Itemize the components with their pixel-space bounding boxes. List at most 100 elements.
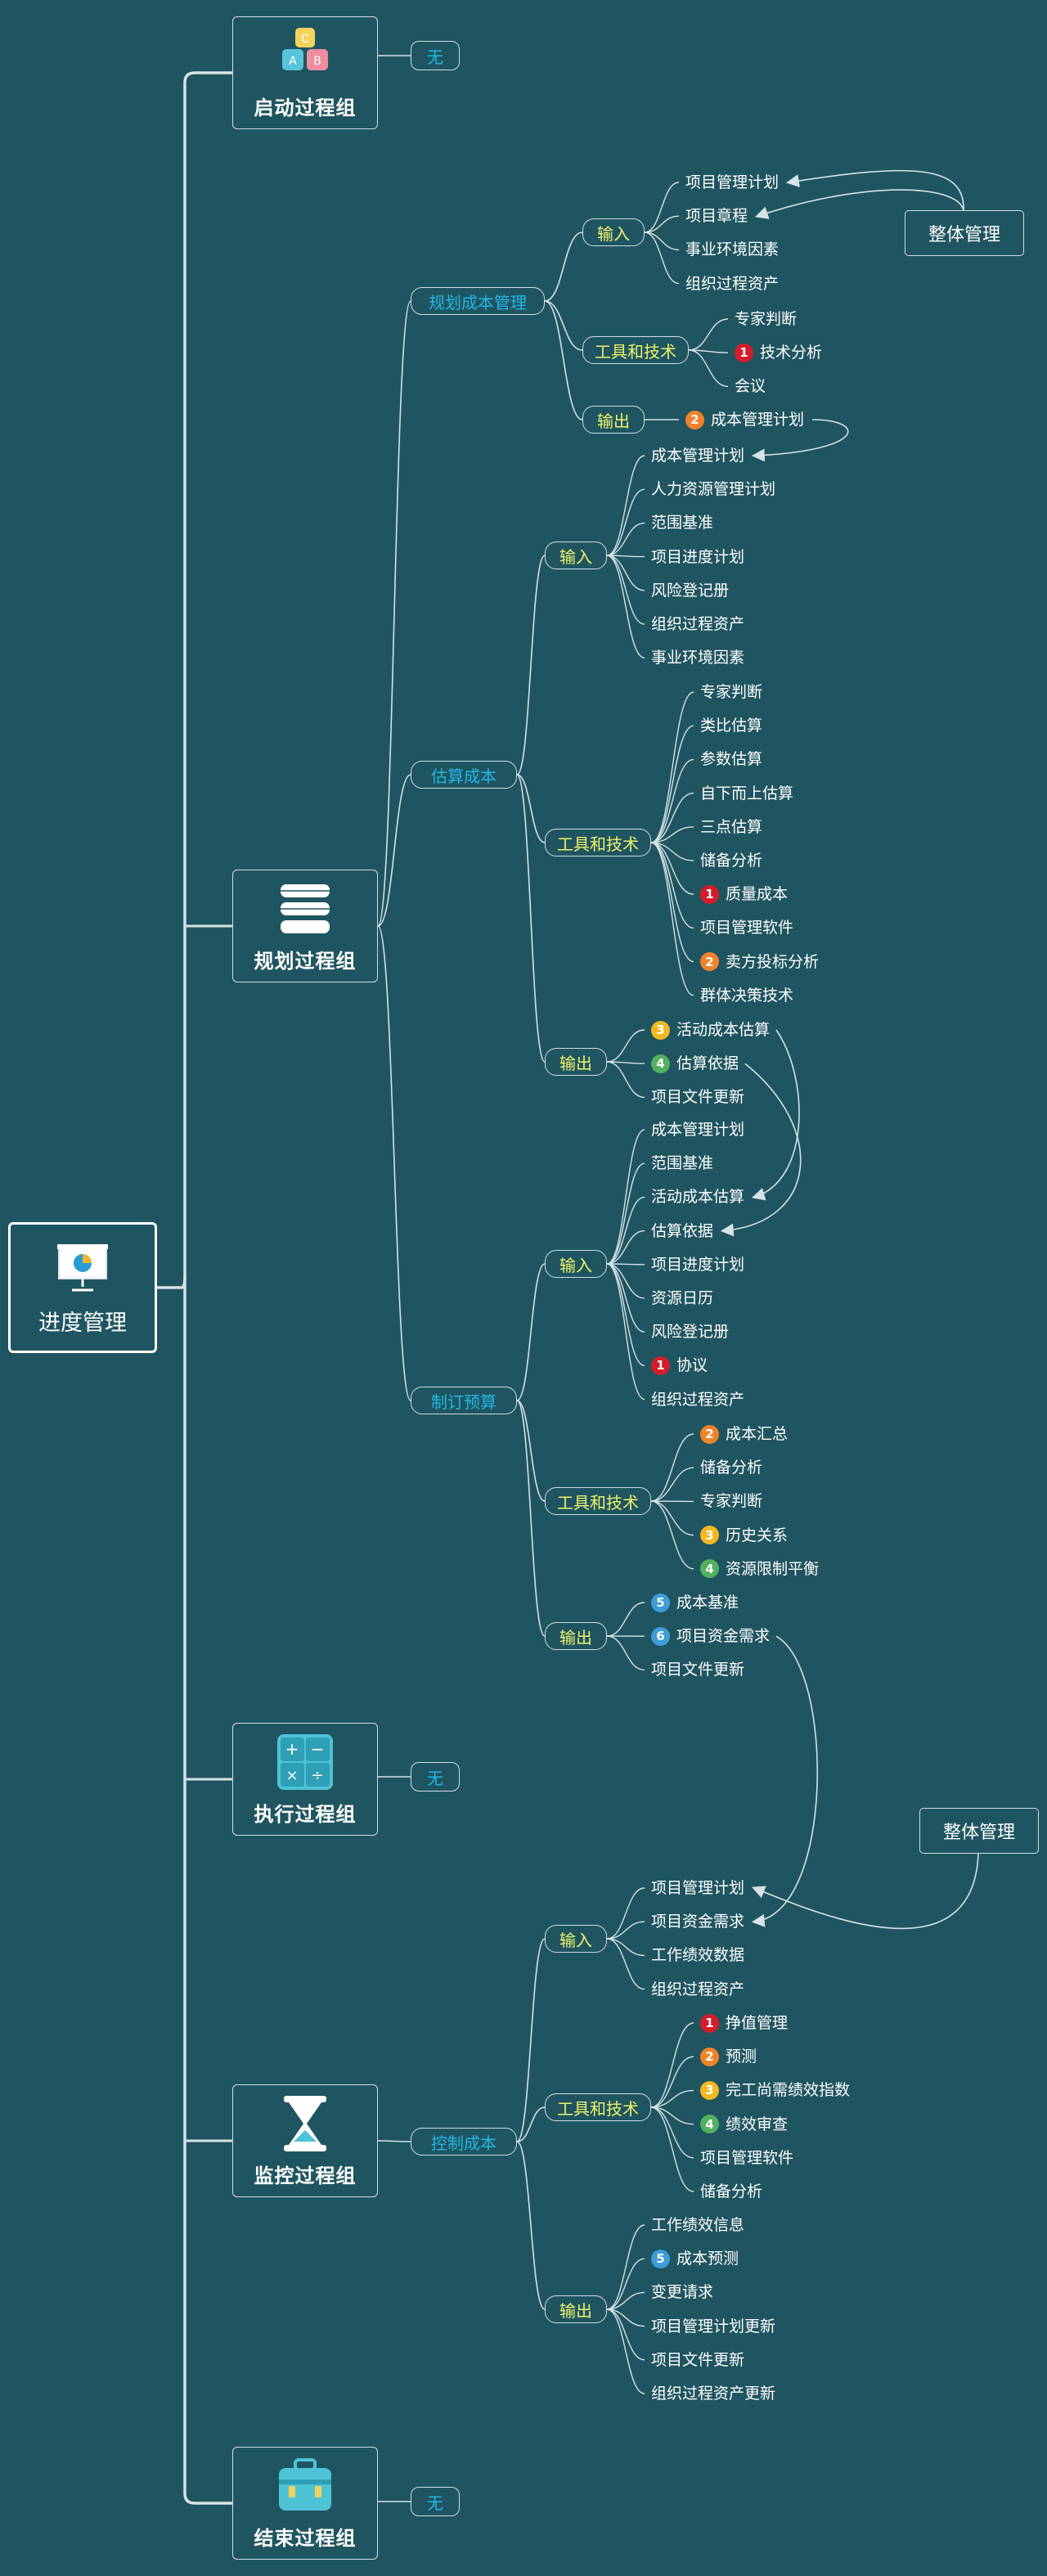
list-item[interactable]: 专家判断 bbox=[700, 1490, 762, 1512]
svg-text:+: + bbox=[285, 1739, 299, 1759]
list-item[interactable]: 人力资源管理计划 bbox=[651, 479, 775, 500]
list-item[interactable]: 项目文件更新 bbox=[651, 2349, 744, 2371]
group-node-g2[interactable]: 规划过程组 bbox=[232, 870, 378, 982]
list-item[interactable]: 储备分析 bbox=[700, 1457, 762, 1478]
group-node-g3[interactable]: +− ×÷执行过程组 bbox=[232, 1723, 378, 1836]
group-label: 规划过程组 bbox=[254, 950, 357, 973]
list-item[interactable]: 项目管理计划 bbox=[651, 1877, 744, 1899]
category-node[interactable]: 工具和技术 bbox=[545, 1487, 651, 1515]
item-label: 专家判断 bbox=[735, 310, 798, 328]
badge-number: 4 bbox=[700, 1559, 719, 1579]
list-item[interactable]: 活动成本估算 bbox=[651, 1186, 744, 1207]
list-item[interactable]: 事业环境因素 bbox=[651, 647, 744, 668]
category-node[interactable]: 输入 bbox=[545, 1925, 607, 1953]
category-node[interactable]: 工具和技术 bbox=[582, 336, 689, 364]
list-item[interactable]: 组织过程资产 bbox=[651, 614, 744, 635]
category-node[interactable]: 输出 bbox=[545, 2295, 607, 2323]
list-item[interactable]: 项目管理计划更新 bbox=[651, 2316, 775, 2337]
list-item[interactable]: 风险登记册 bbox=[651, 580, 729, 601]
list-item[interactable]: 事业环境因素 bbox=[685, 239, 779, 260]
list-item[interactable]: 项目管理软件 bbox=[700, 917, 793, 938]
list-item[interactable]: 组织过程资产 bbox=[651, 1979, 744, 2000]
abc-blocks-icon: C A B bbox=[282, 28, 328, 70]
list-item[interactable]: 范围基准 bbox=[651, 512, 713, 533]
list-item[interactable]: 成本管理计划 bbox=[651, 445, 744, 466]
svg-text:−: − bbox=[311, 1739, 325, 1759]
list-item[interactable]: 组织过程资产 bbox=[685, 273, 779, 294]
list-item[interactable]: 工作绩效数据 bbox=[651, 1944, 744, 1966]
list-item[interactable]: 风险登记册 bbox=[651, 1321, 729, 1342]
list-item[interactable]: 项目进度计划 bbox=[651, 546, 744, 568]
list-item[interactable]: 储备分析 bbox=[700, 850, 762, 871]
process-node-p2[interactable]: 估算成本 bbox=[411, 761, 517, 789]
group-node-g4[interactable]: 监控过程组 bbox=[232, 2084, 378, 2197]
item-label: 参数估算 bbox=[700, 750, 763, 769]
list-item[interactable]: 组织过程资产 bbox=[651, 1389, 744, 1410]
list-item[interactable]: 工作绩效信息 bbox=[651, 2214, 744, 2236]
process-node-p4[interactable]: 控制成本 bbox=[411, 2128, 517, 2156]
list-item[interactable]: 组织过程资产更新 bbox=[651, 2383, 775, 2404]
category-node[interactable]: 输入 bbox=[545, 542, 607, 569]
list-item[interactable]: 群体决策技术 bbox=[700, 985, 793, 1006]
list-item[interactable]: 项目文件更新 bbox=[651, 1086, 744, 1108]
category-node[interactable]: 输出 bbox=[582, 406, 645, 434]
item-label: 项目管理软件 bbox=[700, 919, 794, 937]
list-item[interactable]: 范围基准 bbox=[651, 1153, 713, 1174]
list-item[interactable]: 变更请求 bbox=[651, 2282, 713, 2303]
badge-number: 1 bbox=[700, 2013, 719, 2033]
item-label: 挣值管理 bbox=[726, 2014, 789, 2032]
list-item[interactable]: 专家判断 bbox=[735, 308, 797, 330]
external-reference-box[interactable]: 整体管理 bbox=[919, 1808, 1039, 1854]
category-node[interactable]: 输出 bbox=[545, 1048, 607, 1076]
list-item[interactable]: 自下而上估算 bbox=[700, 783, 793, 804]
list-item[interactable]: 项目进度计划 bbox=[651, 1254, 744, 1275]
item-label: 成本管理计划 bbox=[651, 1121, 745, 1139]
list-item[interactable]: 会议 bbox=[735, 375, 766, 397]
process-node-p3[interactable]: 制订预算 bbox=[411, 1387, 517, 1414]
list-item[interactable]: 估算依据 bbox=[651, 1221, 713, 1242]
list-item[interactable]: 资源日历 bbox=[651, 1288, 713, 1309]
item-label: 技术分析 bbox=[760, 344, 823, 362]
badge-number: 1 bbox=[700, 884, 719, 904]
list-item[interactable]: 专家判断 bbox=[700, 681, 762, 703]
category-node[interactable]: 工具和技术 bbox=[545, 2093, 651, 2121]
root-node[interactable]: 进度管理 bbox=[8, 1222, 157, 1353]
list-item[interactable]: 项目资金需求 bbox=[651, 1911, 744, 1932]
category-node[interactable]: 输出 bbox=[545, 1622, 607, 1650]
category-node[interactable]: 输入 bbox=[582, 218, 645, 246]
list-item[interactable]: 三点估算 bbox=[700, 816, 762, 838]
item-label: 项目管理计划 bbox=[651, 1879, 745, 1897]
list-item[interactable]: 项目管理软件 bbox=[700, 2147, 793, 2169]
category-node[interactable]: 工具和技术 bbox=[545, 829, 651, 856]
list-item[interactable]: 储备分析 bbox=[700, 2181, 762, 2202]
list-item[interactable]: 项目管理计划 bbox=[685, 172, 779, 193]
list-item[interactable]: 项目文件更新 bbox=[651, 1659, 744, 1680]
list-item[interactable]: 成本管理计划 bbox=[651, 1119, 744, 1140]
list-item[interactable]: 参数估算 bbox=[700, 749, 762, 770]
category-node[interactable]: 输入 bbox=[545, 1250, 607, 1278]
list-item[interactable]: 1 挣值管理 bbox=[700, 2012, 788, 2034]
external-reference-box[interactable]: 整体管理 bbox=[905, 210, 1024, 256]
group-node-g5[interactable]: 结束过程组 bbox=[232, 2447, 378, 2560]
list-item[interactable]: 项目章程 bbox=[685, 205, 748, 227]
process-node-p1[interactable]: 规划成本管理 bbox=[411, 287, 545, 315]
list-item[interactable]: 类比估算 bbox=[700, 715, 762, 736]
item-label: 风险登记册 bbox=[651, 1323, 730, 1342]
